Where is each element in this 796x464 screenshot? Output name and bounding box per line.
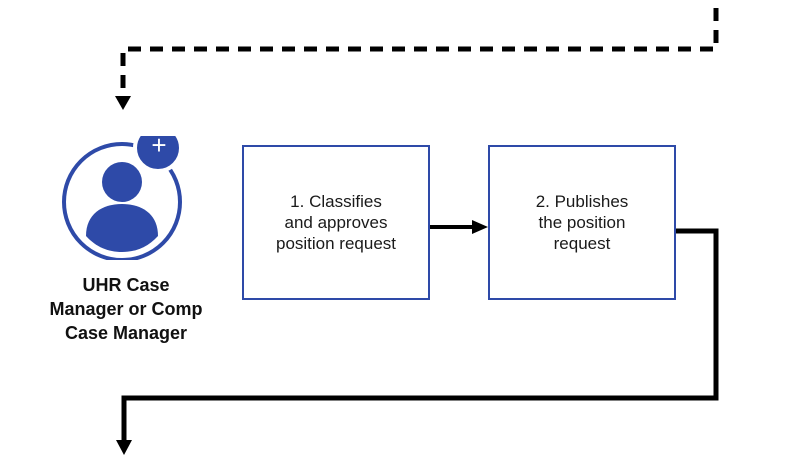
add-badge-symbol: + (151, 130, 167, 160)
step-2-label: 2. Publishes the position request (535, 192, 629, 253)
actor-label: UHR Case Manager or Comp Case Manager (49, 275, 203, 343)
incoming-arrowhead (115, 96, 131, 110)
user-icon (86, 162, 158, 252)
outgoing-arrowhead (116, 440, 132, 455)
step-1-label: 1. Classifies and approves position requ… (275, 192, 397, 253)
incoming-dashed-connector (120, 8, 719, 97)
step-2-box: 2. Publishes the position request (488, 145, 676, 300)
actor-avatar (60, 123, 184, 262)
step-1-box: 1. Classifies and approves position requ… (242, 145, 430, 300)
step1-to-step2-arrowhead (472, 220, 488, 234)
outgoing-connector (121, 228, 719, 442)
